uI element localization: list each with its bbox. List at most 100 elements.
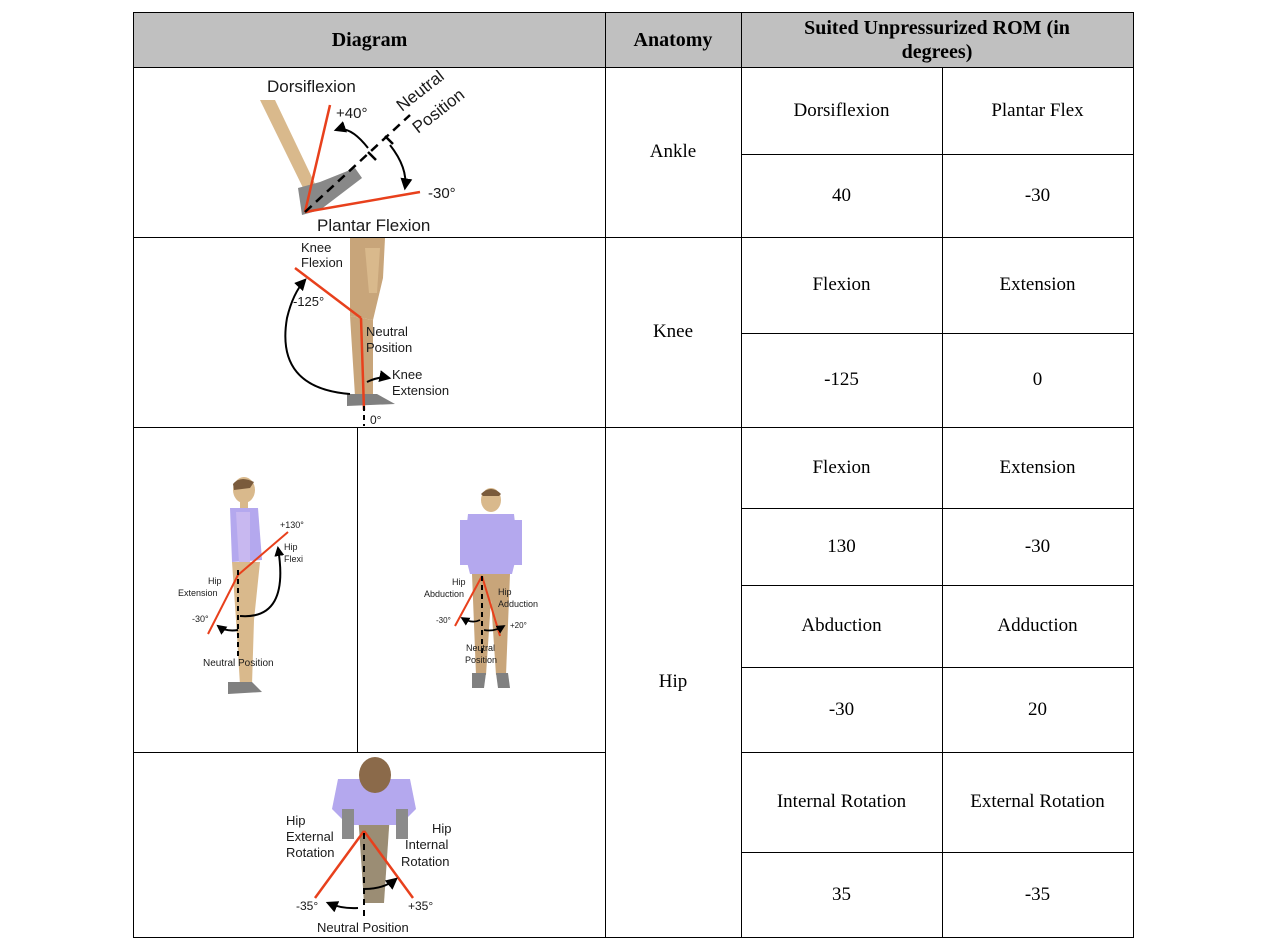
knee-extension-label: Extension [999, 274, 1076, 295]
knee-diagram: Knee Flexion -125° Neutral Position Knee… [284, 238, 449, 426]
hip-top-ext-2: External [286, 829, 334, 844]
hip-front-abd-1: Hip [452, 577, 466, 587]
knee-flexion-line [294, 267, 362, 319]
plantar-line [304, 190, 421, 214]
hip-front-neutral-2: Position [465, 655, 497, 665]
ankle-label-dorsiflexion: Dorsiflexion [267, 77, 356, 96]
knee-label-ext-1: Knee [392, 367, 422, 382]
ankle-plantar-value: -30 [1024, 184, 1051, 206]
knee-label-flexion-1: Knee [301, 240, 331, 255]
anatomy-hip: Hip [658, 671, 688, 692]
dorsiflexion-line [303, 104, 332, 213]
knee-label-neutral-1: Neutral [366, 324, 408, 339]
hip-adduction-value: 20 [1028, 698, 1047, 720]
hip-internal-arrow [363, 877, 398, 890]
hline-hip-1 [741, 508, 1133, 509]
hip-external-arrow [325, 901, 359, 913]
hip-top-int-1: Hip [432, 821, 452, 836]
knee-label-zero: 0° [370, 413, 382, 426]
knee-label-flexion-2: Flexion [301, 255, 343, 270]
anatomy-knee: Knee [652, 321, 694, 342]
knee-extension-line [359, 317, 366, 411]
hip-external-rotation-label: External Rotation [970, 791, 1105, 812]
hip-internal-rotation-value: 35 [832, 883, 851, 905]
hip-front-abd-2: Abduction [424, 589, 464, 599]
hip-front-neutral-1: Neutral [466, 643, 495, 653]
hline-hip-4 [741, 752, 1133, 753]
hip-side-ext-1: Hip [208, 576, 222, 586]
divider-hip-figures [357, 427, 358, 752]
hip-side-minus30: -30° [192, 614, 209, 624]
hline-ankle-values [741, 154, 1133, 155]
hip-adduction-arrow [483, 625, 506, 634]
hip-front-add-2: Adduction [498, 599, 538, 609]
ankle-label-plus40: +40° [336, 105, 367, 122]
hip-top-ext-3: Rotation [286, 845, 334, 860]
knee-label-ext-2: Extension [392, 383, 449, 398]
hip-flexion-value: 130 [827, 535, 856, 557]
knee-flexion-arrow [284, 278, 351, 395]
knee-arm [365, 248, 380, 293]
knee-extension-arrow [366, 370, 392, 383]
hip-front-add-1: Hip [498, 587, 512, 597]
header-diagram: Diagram [134, 13, 605, 67]
dorsiflexion-arrow [333, 121, 369, 149]
hip-adduction-label: Adduction [997, 615, 1078, 636]
hip-top-minus35: -35° [296, 899, 318, 913]
divider-anatomy-rom [741, 12, 742, 938]
hip-top-ext-1: Hip [286, 813, 306, 828]
divider-rom-columns [942, 67, 943, 937]
hline-ankle [134, 237, 1134, 238]
hip-top-head [359, 757, 391, 793]
ankle-plantar-label: Plantar Flex [991, 99, 1084, 121]
ankle-label-plantar: Plantar Flexion [317, 216, 430, 235]
hip-internal-rotation-line [362, 830, 415, 899]
anatomy-ankle: Ankle [649, 141, 697, 162]
knee-foot [347, 394, 395, 406]
hip-side-ext-2: Extension [178, 588, 218, 598]
border-left [133, 12, 134, 938]
hip-internal-rotation-label: Internal Rotation [776, 791, 907, 812]
knee-extension-value: 0 [1032, 369, 1043, 390]
hip-side-flex-1: Hip [284, 542, 298, 552]
knee-label-neutral-2: Position [366, 340, 412, 355]
header-anatomy: Anatomy [605, 13, 741, 67]
hip-flexion-arrow [239, 546, 285, 618]
hip-side-neutral-label: Neutral Position [203, 658, 274, 669]
hip-flexion-label: Flexion [812, 456, 871, 478]
border-top [134, 12, 1134, 13]
hip-top-int-3: Rotation [401, 854, 449, 869]
ankle-shin [260, 100, 318, 198]
knee-flexion-value: -125 [824, 369, 859, 390]
hline-hip-5 [741, 852, 1133, 853]
border-right [1133, 12, 1134, 938]
ankle-diagram: Dorsiflexion +40° Neutral Position -30° … [260, 70, 468, 235]
hline-header [134, 67, 1134, 68]
hip-front-plus20: +20° [510, 621, 527, 630]
border-bottom [134, 937, 1134, 938]
hip-top-neutral-label: Neutral Position [317, 920, 409, 935]
ankle-dorsiflexion-label: Dorsiflexion [793, 99, 890, 121]
hline-hip-figures [134, 752, 605, 753]
hip-extension-value: -30 [1024, 535, 1051, 557]
plantar-arrow [389, 144, 413, 191]
ankle-foot [298, 168, 362, 215]
ankle-dorsiflexion-value: 40 [832, 184, 851, 206]
hip-external-rotation-value: -35 [1024, 883, 1051, 905]
hip-side-diagram: +130° Hip Flexi Hip Extension -30° Neutr… [178, 477, 304, 694]
knee-label-minus125: -125° [293, 294, 324, 309]
hip-extension-label: Extension [999, 456, 1076, 478]
header-rom: Suited Unpressurized ROM (in degrees) [741, 13, 1133, 67]
hline-knee [134, 427, 1134, 428]
hip-side-flex-2: Flexi [284, 554, 303, 564]
hip-extension-arrow [216, 624, 239, 635]
hip-external-rotation-line [313, 830, 366, 899]
divider-diagram-anatomy [605, 12, 606, 938]
hip-front-minus30: -30° [436, 616, 451, 625]
hip-top-int-2: Internal [405, 837, 448, 852]
ankle-label-minus30: -30° [428, 185, 456, 202]
hip-rotation-diagram: Hip External Rotation Hip Internal Rotat… [286, 757, 452, 935]
hip-top-plus35: +35° [408, 899, 433, 913]
hip-front-diagram: Hip Abduction Hip Adduction -30° +20° Ne… [424, 488, 538, 688]
hip-extension-line [207, 574, 239, 635]
